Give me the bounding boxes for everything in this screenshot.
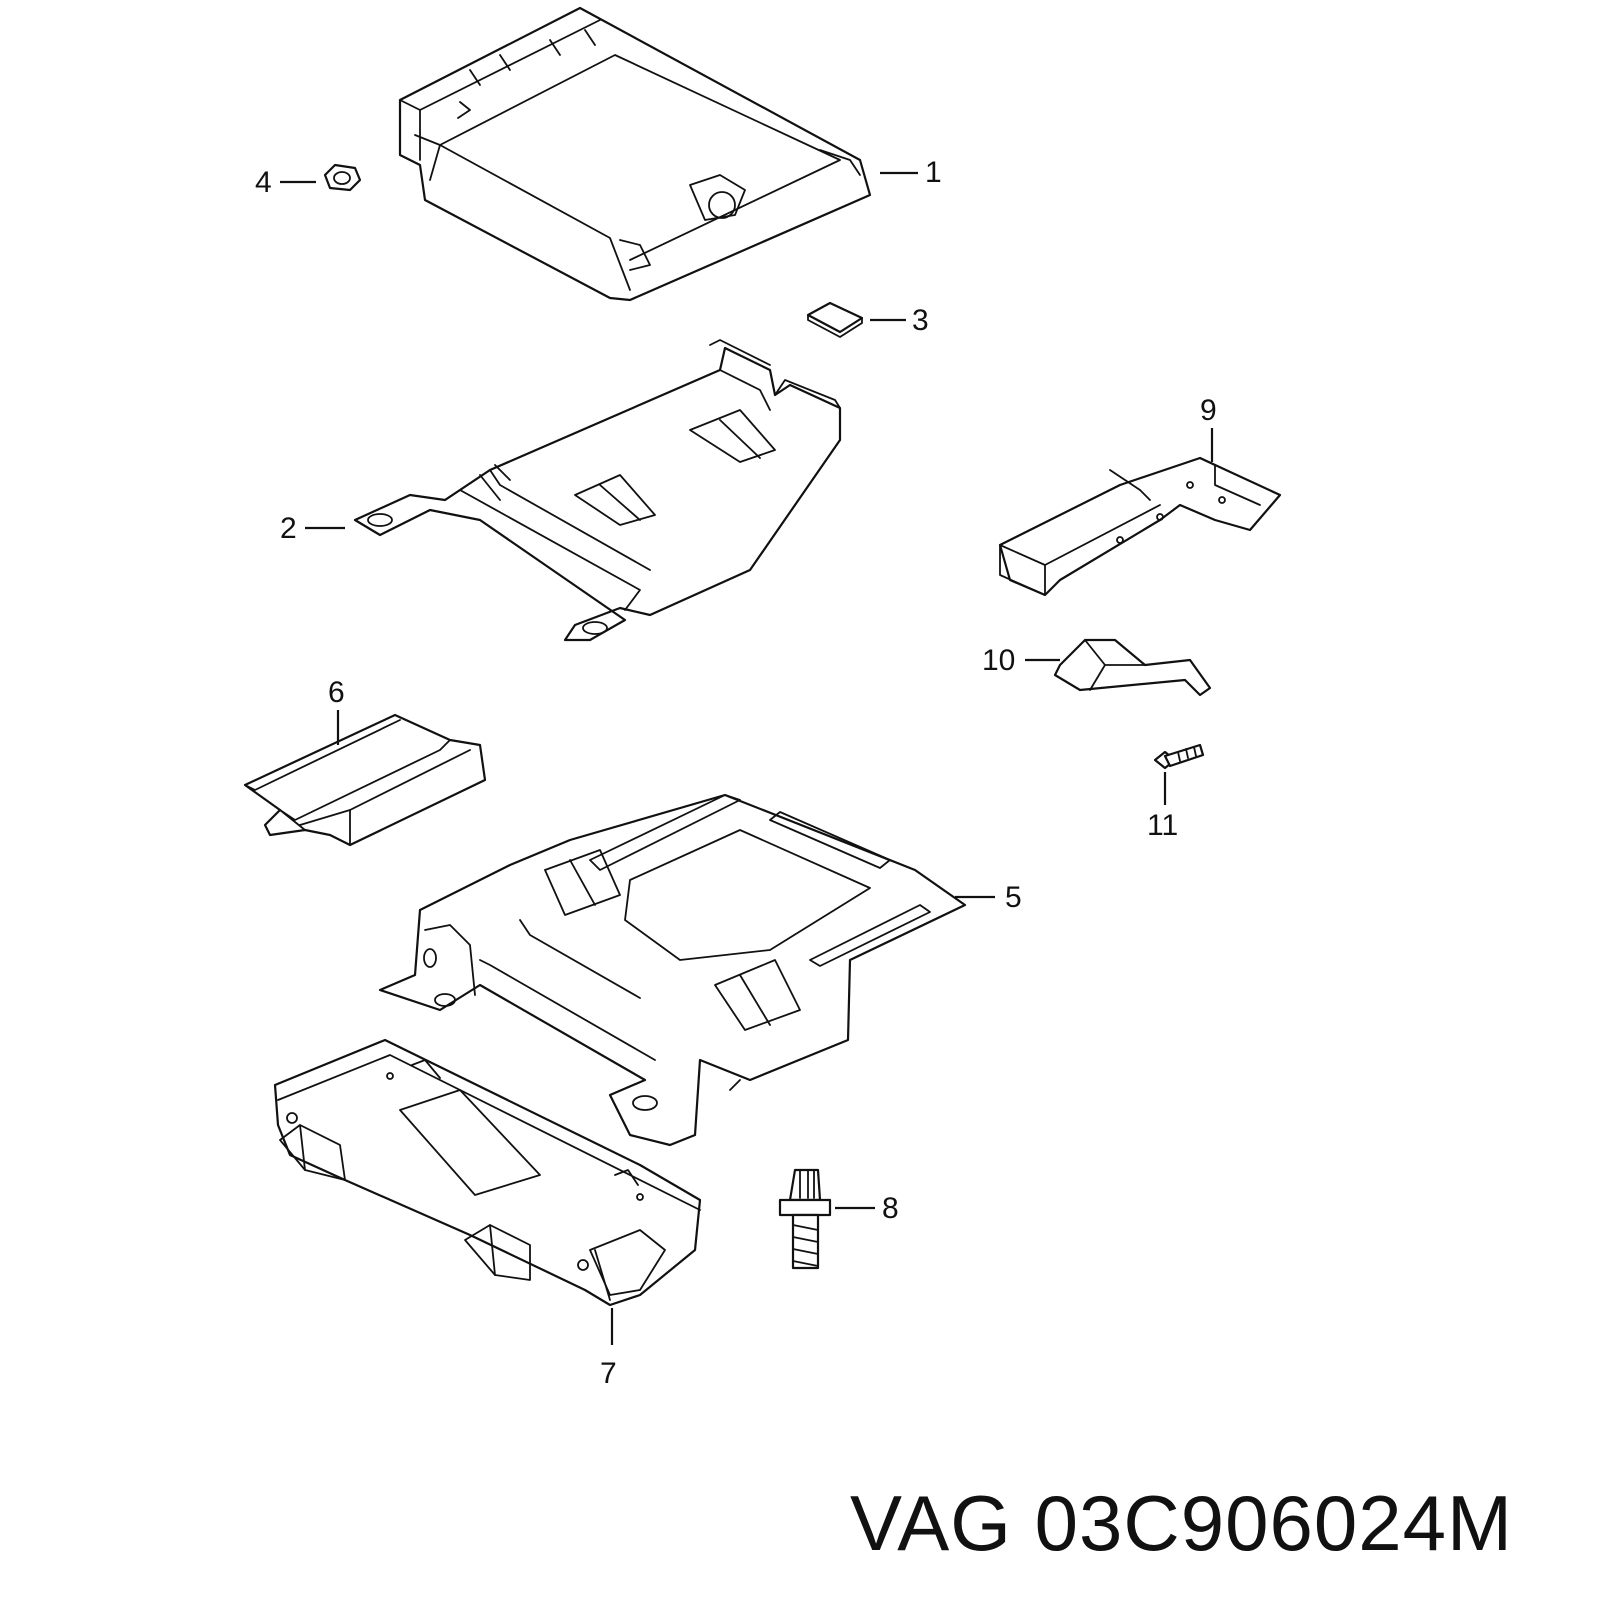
callout-4-number: 4 bbox=[255, 166, 272, 199]
part-3-pad bbox=[806, 301, 864, 338]
callout-8: 8 bbox=[835, 1192, 899, 1225]
callout-5: 5 bbox=[955, 881, 1022, 914]
callout-11-number: 11 bbox=[1147, 809, 1178, 842]
part-1-control-unit bbox=[398, 6, 872, 302]
callout-7-number: 7 bbox=[600, 1357, 617, 1390]
callout-6: 6 bbox=[328, 676, 345, 745]
part-8-bolt bbox=[778, 1168, 832, 1270]
callout-1-number: 1 bbox=[925, 156, 942, 189]
callout-3: 3 bbox=[870, 304, 929, 337]
callout-1: 1 bbox=[880, 156, 942, 189]
part-5-mounting-plate bbox=[378, 793, 967, 1147]
part-6-holder-rail bbox=[243, 713, 487, 847]
callout-3-number: 3 bbox=[912, 304, 929, 337]
callout-9: 9 bbox=[1200, 394, 1217, 462]
callout-5-number: 5 bbox=[1005, 881, 1022, 914]
callout-2: 2 bbox=[280, 512, 345, 545]
part-7-lower-cover bbox=[273, 1038, 702, 1307]
callout-9-number: 9 bbox=[1200, 394, 1217, 427]
callout-7: 7 bbox=[600, 1308, 617, 1390]
callout-10-number: 10 bbox=[982, 644, 1015, 677]
part-2-upper-bracket bbox=[353, 339, 842, 642]
part-11-screw bbox=[1153, 743, 1205, 770]
callout-6-number: 6 bbox=[328, 676, 345, 709]
callout-2-number: 2 bbox=[280, 512, 297, 545]
part-9-relay-holder bbox=[998, 456, 1282, 597]
callout-11: 11 bbox=[1147, 772, 1178, 842]
callout-4: 4 bbox=[255, 166, 316, 199]
part-number-label: VAG 03C906024M bbox=[850, 1479, 1513, 1567]
part-4-nut bbox=[323, 163, 362, 192]
callout-10: 10 bbox=[982, 644, 1060, 677]
callout-8-number: 8 bbox=[882, 1192, 899, 1225]
part-10-clip-bracket bbox=[1053, 638, 1212, 697]
